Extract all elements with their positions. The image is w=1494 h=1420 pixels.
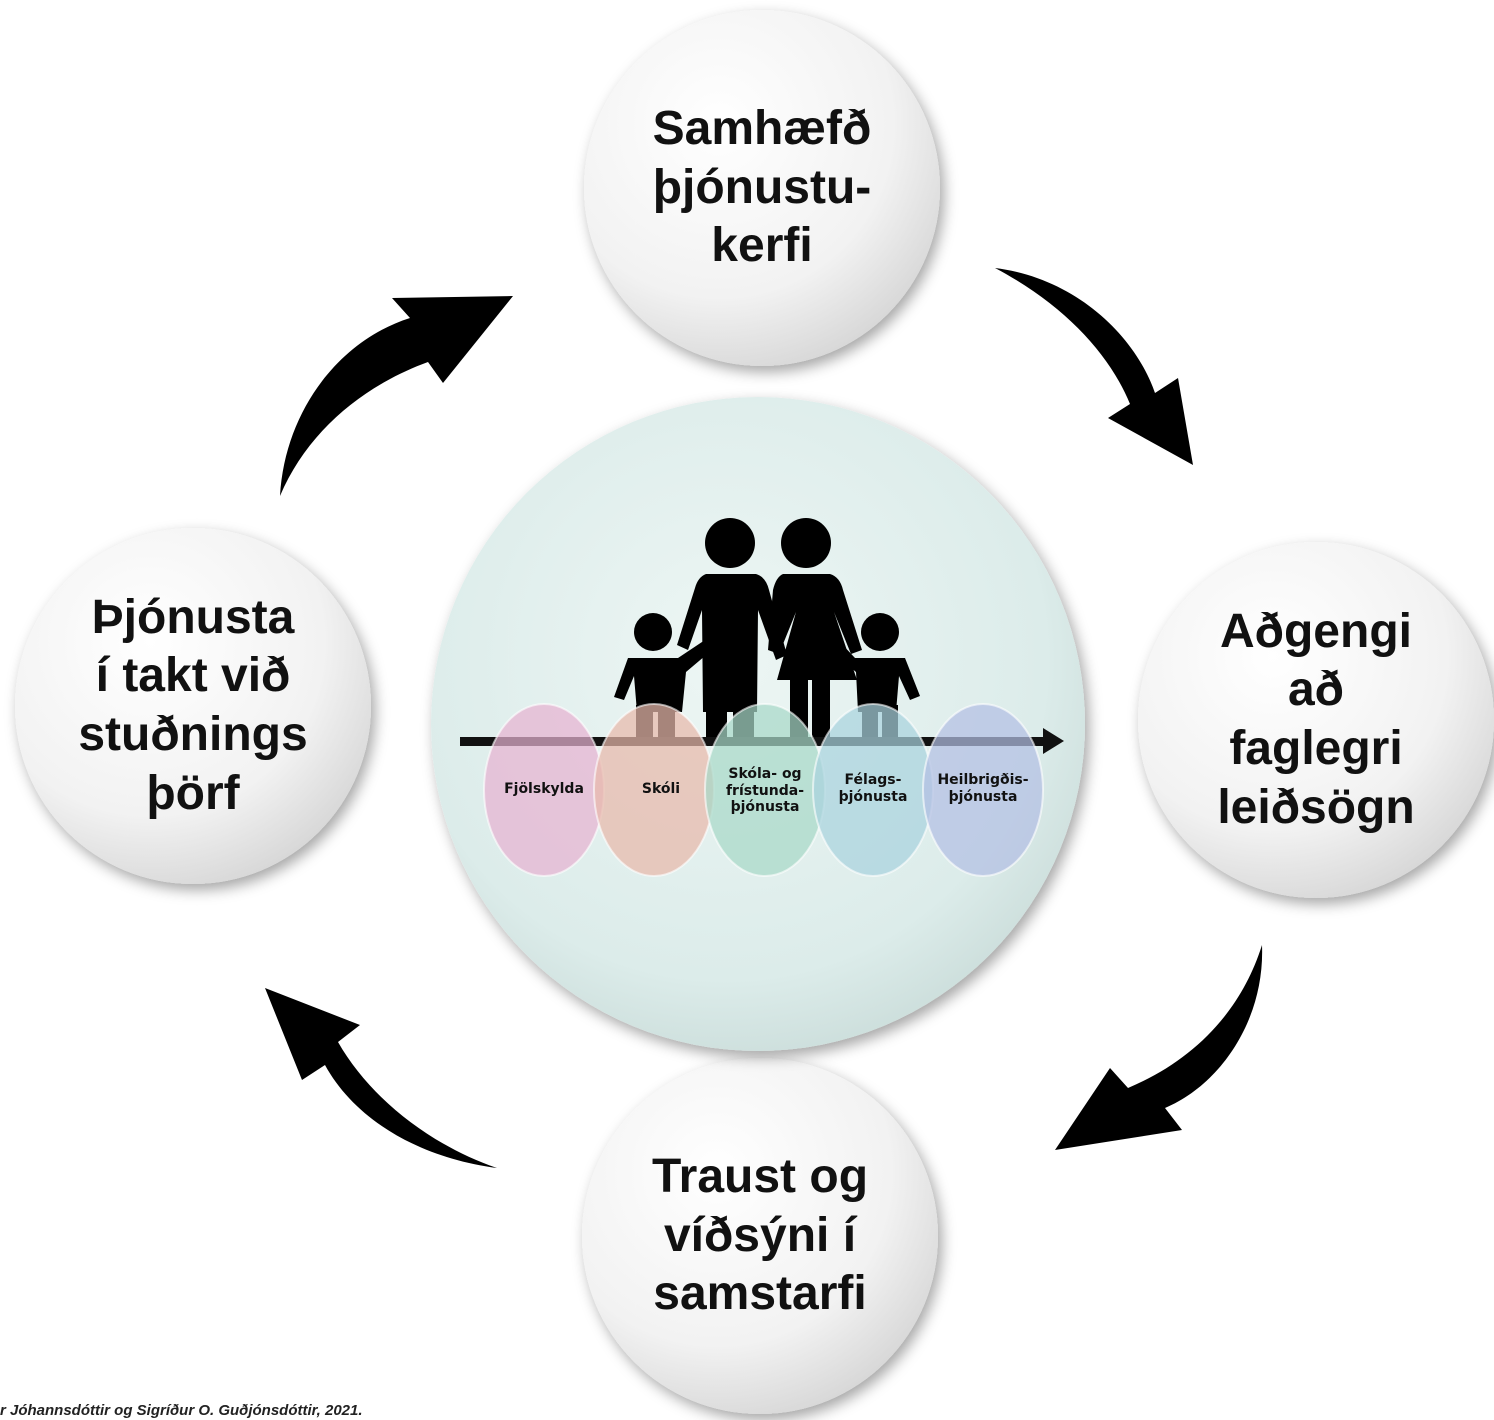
node-right-circle <box>1138 542 1494 898</box>
arrow-top-to-right <box>995 268 1193 465</box>
node-right-label: Aðgengi að faglegri leiðsögn <box>1217 604 1415 834</box>
node-bottom-circle <box>582 1058 938 1414</box>
service-label-heilbrigdisthjonusta: Heilbrigðis- þjónusta <box>937 772 1029 805</box>
node-left-circle <box>15 528 371 884</box>
service-label-fjolskylda: Fjölskylda <box>504 780 584 797</box>
arrow-bottom-to-left <box>265 988 497 1168</box>
service-ovals <box>483 703 1044 877</box>
node-bottom-label: Traust og víðsýni í samstarfi <box>651 1150 869 1321</box>
arrow-right-to-bottom <box>1055 945 1263 1150</box>
service-label-skola-og-fristundathjonusta: Skóla- og frístunda- þjónusta <box>725 765 805 816</box>
service-oval-heilbrigdisthjonusta <box>922 703 1044 877</box>
service-label-felagsthjonusta: Félags- þjónusta <box>838 772 908 805</box>
arrow-left-to-top <box>280 296 513 496</box>
source-credit: r Jóhannsdóttir og Sigríður O. Guðjónsdó… <box>0 1402 363 1419</box>
node-top-circle <box>584 10 940 366</box>
node-left-label: Þjónusta í takt við stuðnings þörf <box>78 590 308 820</box>
service-label-skoli: Skóli <box>641 780 681 797</box>
node-top-label: Samhæfð þjónustu- kerfi <box>652 102 872 273</box>
